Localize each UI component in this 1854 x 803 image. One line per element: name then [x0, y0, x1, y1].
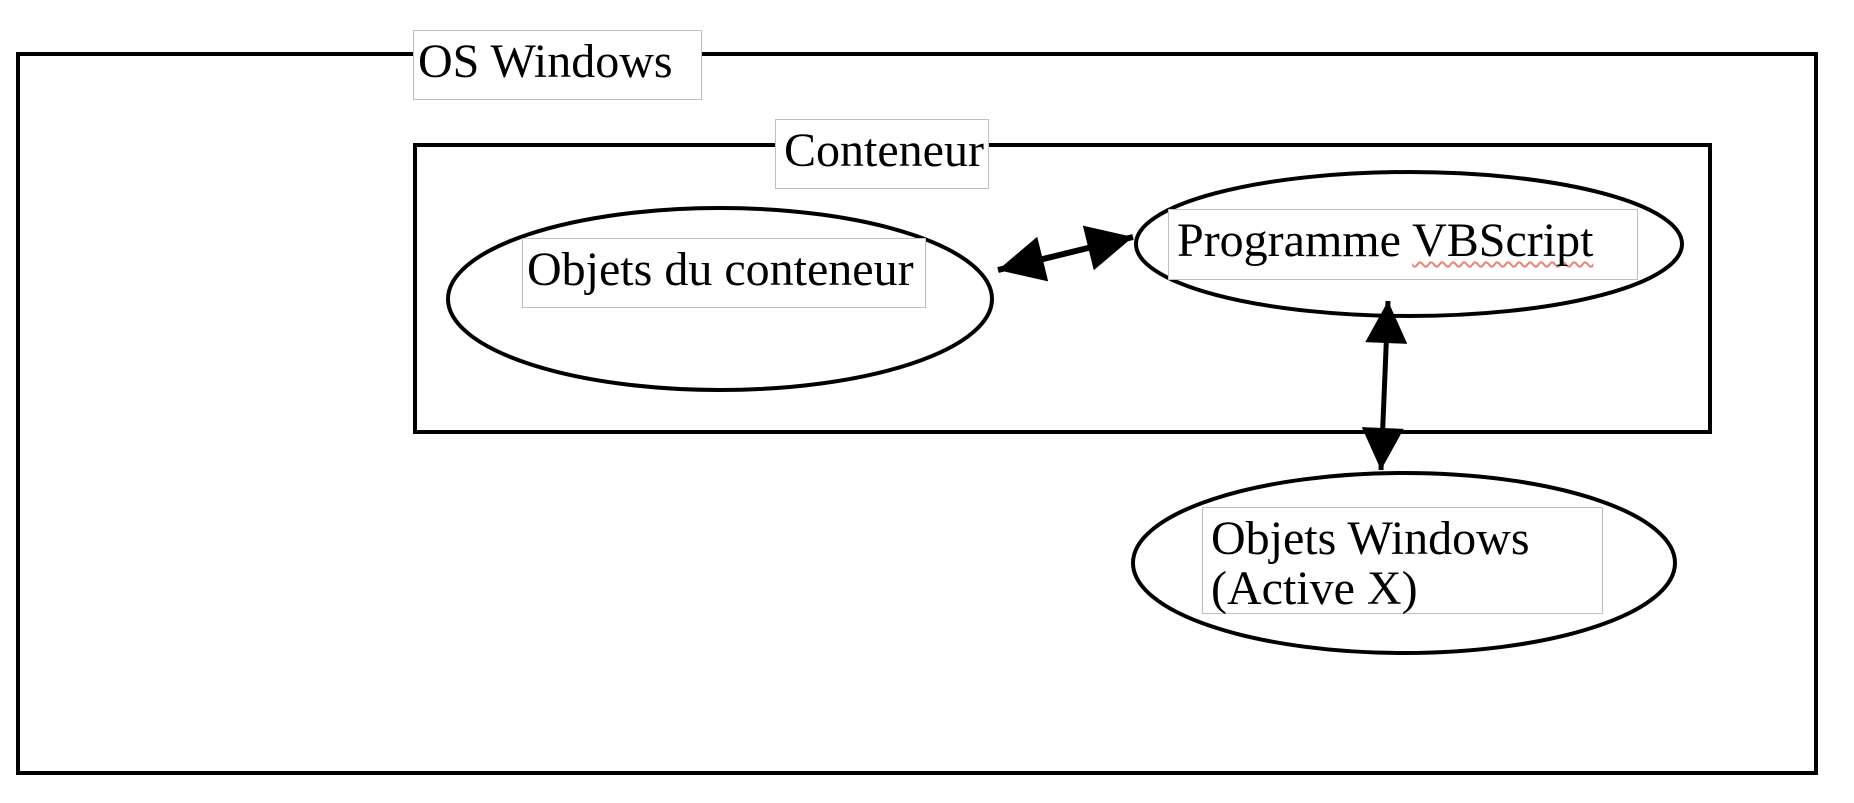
os-windows-frame [16, 52, 1818, 775]
conteneur-frame [413, 143, 1712, 434]
node-objets-windows-line1: Objets Windows [1211, 512, 1530, 565]
node-objets-windows-line2: (Active X) [1211, 562, 1418, 615]
node-programme-vbscript-prefix: Programme [1177, 214, 1413, 267]
node-programme-vbscript: Programme VBScript [1168, 209, 1638, 280]
node-objets-du-conteneur: Objets du conteneur [522, 238, 926, 308]
node-programme-vbscript-spellchecked-word: VBScript [1412, 214, 1594, 267]
conteneur-label: Conteneur [775, 119, 989, 189]
os-windows-label-text: OS Windows [418, 35, 673, 88]
node-objets-windows: Objets Windows (Active X) [1202, 507, 1603, 614]
double-arrow-conteneur-vbscript [997, 225, 1134, 282]
conteneur-label-text: Conteneur [784, 124, 984, 177]
double-arrow-vbscript-windows [1361, 300, 1408, 471]
os-windows-label: OS Windows [413, 30, 702, 100]
node-objets-du-conteneur-text: Objets du conteneur [527, 243, 914, 296]
